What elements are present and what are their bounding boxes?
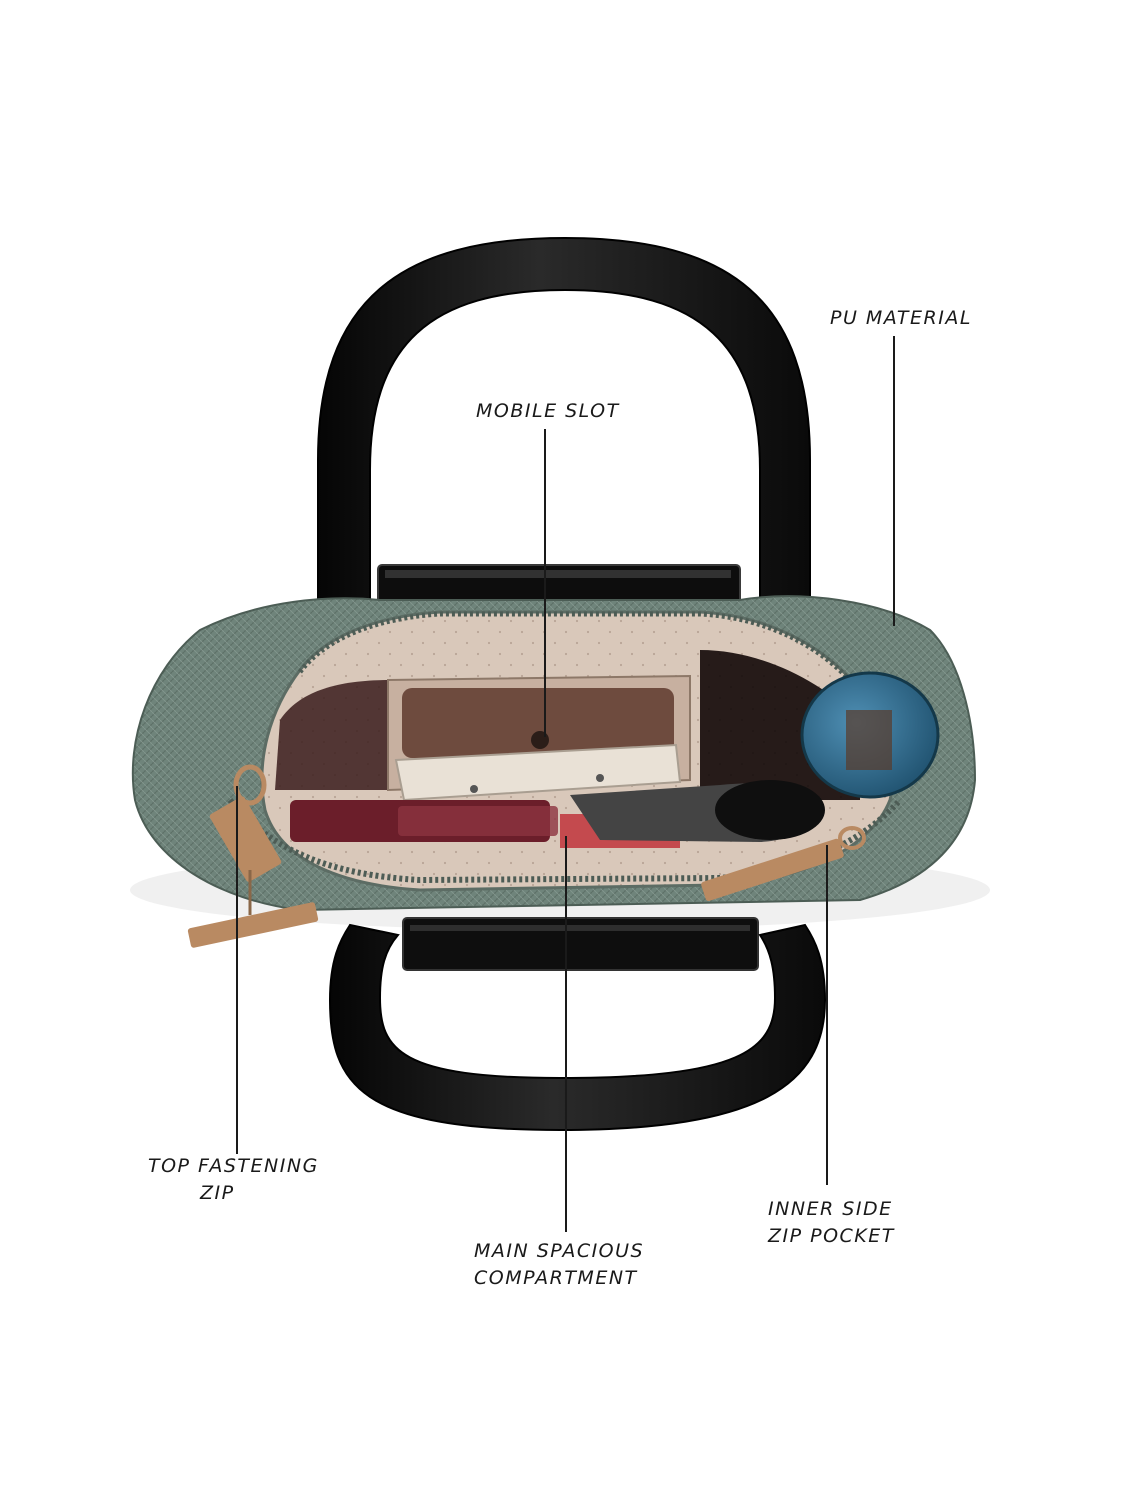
callout-pu-material: PU MATERIAL [830, 305, 972, 332]
callout-pu-material-text: PU MATERIAL [830, 307, 972, 329]
phone-shape [394, 743, 682, 802]
callout-top-zip-line1: TOP FASTENING [148, 1155, 319, 1177]
callout-inner-pocket-line2: ZIP POCKET [768, 1225, 895, 1247]
callout-top-zip: TOP FASTENING ZIP [148, 1153, 319, 1207]
top-handle-shape [317, 236, 811, 611]
callout-inner-pocket: INNER SIDE ZIP POCKET [768, 1196, 895, 1250]
leader-line-pu-material [893, 336, 895, 626]
leader-line-mobile-slot [544, 429, 546, 737]
callout-mobile-slot: MOBILE SLOT [476, 398, 620, 425]
callout-mobile-slot-text: MOBILE SLOT [476, 400, 620, 422]
callout-main-compartment: MAIN SPACIOUS COMPARTMENT [474, 1238, 644, 1292]
callout-top-zip-line2: ZIP [200, 1182, 235, 1204]
right-zipper-pull-shape [701, 826, 866, 901]
callout-inner-pocket-line1: INNER SIDE [768, 1198, 893, 1220]
left-zipper-pull-shape [187, 764, 319, 948]
bottom-handle-shape [328, 923, 827, 1132]
leader-line-main-compartment [565, 836, 567, 1232]
callout-main-compartment-line1: MAIN SPACIOUS [474, 1240, 645, 1262]
callout-main-compartment-line2: COMPARTMENT [474, 1267, 638, 1289]
leader-line-top-zip [236, 786, 238, 1154]
leader-line-inner-pocket [826, 845, 828, 1185]
